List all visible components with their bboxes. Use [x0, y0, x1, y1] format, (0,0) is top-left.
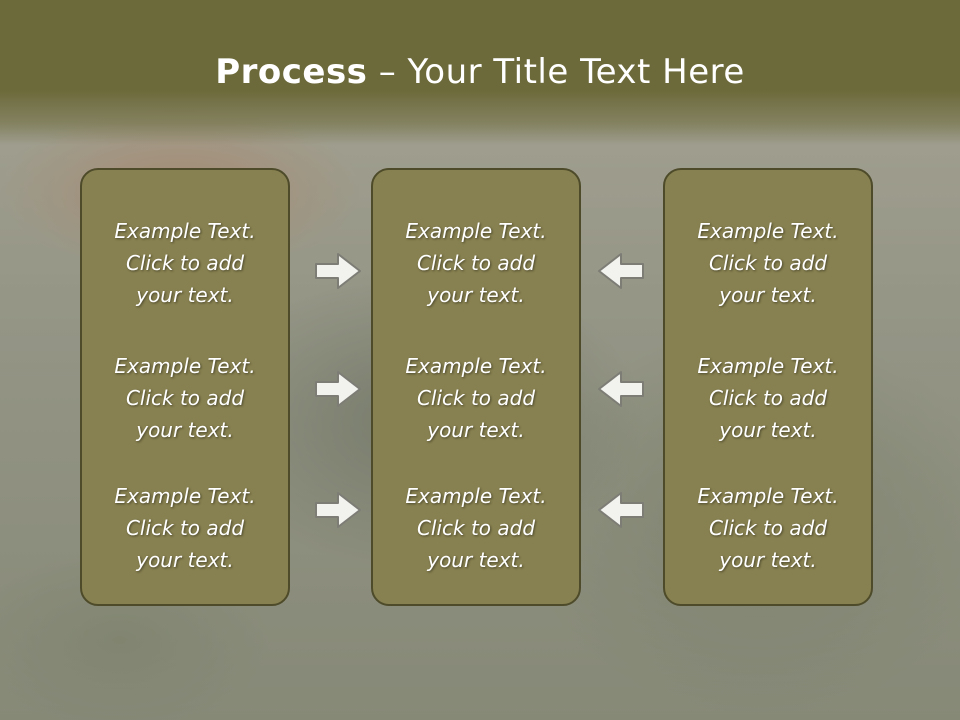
text-line: Click to add — [125, 386, 245, 410]
text-line: your text. — [427, 283, 525, 307]
text-line: Click to add — [416, 386, 536, 410]
center-box[interactable]: Example Text. Click to add your text. Ex… — [371, 168, 581, 606]
title-bold: Process — [215, 52, 368, 92]
arrow-left-icon — [598, 371, 644, 407]
text-line: Click to add — [416, 516, 536, 540]
arrow-right-icon — [315, 371, 361, 407]
text-line: Click to add — [708, 386, 828, 410]
text-line: your text. — [719, 418, 817, 442]
text-line: Example Text. — [697, 484, 839, 508]
text-block[interactable]: Example Text. Click to add your text. — [665, 350, 871, 446]
text-block[interactable]: Example Text. Click to add your text. — [82, 350, 288, 446]
text-line: Example Text. — [114, 354, 256, 378]
text-line: Click to add — [125, 251, 245, 275]
arrow-right-icon — [315, 253, 361, 289]
text-line: your text. — [427, 418, 525, 442]
text-block[interactable]: Example Text. Click to add your text. — [665, 215, 871, 311]
text-block[interactable]: Example Text. Click to add your text. — [373, 350, 579, 446]
text-line: Example Text. — [114, 484, 256, 508]
text-line: Click to add — [416, 251, 536, 275]
text-line: Example Text. — [405, 354, 547, 378]
title-rest: – Your Title Text Here — [367, 52, 745, 92]
left-box[interactable]: Example Text. Click to add your text. Ex… — [80, 168, 290, 606]
text-line: Example Text. — [405, 484, 547, 508]
text-line: your text. — [427, 548, 525, 572]
text-block[interactable]: Example Text. Click to add your text. — [82, 215, 288, 311]
text-block[interactable]: Example Text. Click to add your text. — [82, 480, 288, 576]
text-line: Click to add — [708, 516, 828, 540]
text-line: Example Text. — [697, 219, 839, 243]
text-line: your text. — [719, 283, 817, 307]
arrow-right-icon — [315, 492, 361, 528]
text-line: Click to add — [708, 251, 828, 275]
text-line: Example Text. — [114, 219, 256, 243]
text-line: Example Text. — [405, 219, 547, 243]
text-line: Example Text. — [697, 354, 839, 378]
right-box[interactable]: Example Text. Click to add your text. Ex… — [663, 168, 873, 606]
text-line: your text. — [136, 548, 234, 572]
text-block[interactable]: Example Text. Click to add your text. — [665, 480, 871, 576]
slide-title[interactable]: Process – Your Title Text Here — [0, 52, 960, 92]
arrow-left-icon — [598, 492, 644, 528]
text-line: Click to add — [125, 516, 245, 540]
title-bar — [0, 0, 960, 145]
text-line: your text. — [136, 283, 234, 307]
text-block[interactable]: Example Text. Click to add your text. — [373, 215, 579, 311]
arrow-left-icon — [598, 253, 644, 289]
text-block[interactable]: Example Text. Click to add your text. — [373, 480, 579, 576]
text-line: your text. — [719, 548, 817, 572]
text-line: your text. — [136, 418, 234, 442]
